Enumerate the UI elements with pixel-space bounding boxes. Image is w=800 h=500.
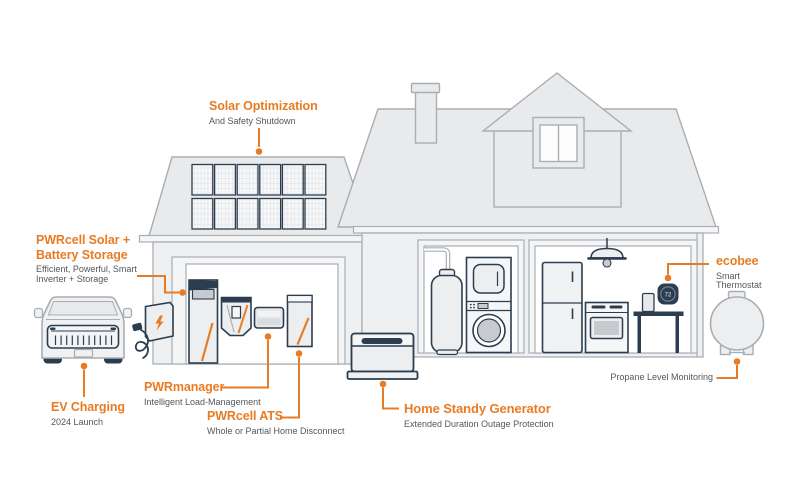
callout-subtitle-line1: Smart xyxy=(716,270,741,281)
pwrmanager-connector-line xyxy=(221,340,269,389)
water-heater-icon xyxy=(424,247,463,356)
pwrcell-connector-line xyxy=(137,275,179,294)
callout-pwrmanager: PWRmanager Intelligent Load-Management xyxy=(144,380,261,407)
ecobee-connector-line xyxy=(667,263,709,275)
callout-title: PWRcell ATS xyxy=(207,409,283,423)
generator-connector-line xyxy=(382,387,399,410)
callout-title: ecobee xyxy=(716,254,759,268)
propane-connector-dot xyxy=(733,358,741,365)
callout-title: PWRmanager xyxy=(144,380,225,394)
ats-connector-line xyxy=(280,357,300,419)
callout-ev-charging: EV Charging 2024 Launch xyxy=(51,400,125,427)
ev-car-icon xyxy=(33,296,133,364)
ecobee-connector-dot xyxy=(664,274,672,282)
garage-eave xyxy=(138,234,379,243)
garage-facade xyxy=(152,241,363,365)
callout-pwrcell-storage: PWRcell Solar + Battery Storage Efficien… xyxy=(36,233,137,284)
generator-connector-dot xyxy=(379,380,387,388)
battery-cabinet-icon xyxy=(188,279,219,364)
callout-subtitle: Intelligent Load-Management xyxy=(144,396,261,407)
propane-connector-line xyxy=(716,365,738,379)
pwrmanager-device-icon xyxy=(253,306,285,329)
inverter-icon xyxy=(220,296,252,337)
callout-solar-optimization: Solar Optimization And Safety Shutdown xyxy=(209,99,318,126)
callout-title: Solar Optimization xyxy=(209,99,318,113)
callout-title-line2: Battery Storage xyxy=(36,247,128,262)
callout-home-standby-generator: Home Standy Generator Extended Duration … xyxy=(404,401,554,429)
solar-panel-array-icon xyxy=(191,163,327,230)
ev-connector-dot xyxy=(80,362,88,370)
solar-connector-dot xyxy=(255,148,263,155)
callout-pwrcell-ats: PWRcell ATS Whole or Partial Home Discon… xyxy=(207,409,345,436)
callout-subtitle-line1: Efficient, Powerful, Smart xyxy=(36,264,137,274)
stove-icon xyxy=(584,301,629,354)
dormer-window-icon xyxy=(532,116,585,169)
thermostat-temperature: 72 xyxy=(665,293,672,299)
callout-title: Home Standy Generator xyxy=(404,401,551,416)
callout-subtitle: Extended Duration Outage Protection xyxy=(404,418,554,429)
callout-subtitle: 2024 Launch xyxy=(51,416,104,427)
standby-generator-icon xyxy=(346,332,419,380)
callout-subtitle-line2: Thermostat xyxy=(716,280,762,290)
ats-device-icon xyxy=(286,294,313,348)
house-eave xyxy=(352,225,720,234)
ev-charger-icon xyxy=(132,301,174,359)
callout-title: EV Charging xyxy=(51,400,125,414)
pwrmanager-connector-dot xyxy=(264,333,272,340)
callout-subtitle: And Safety Shutdown xyxy=(209,115,296,126)
callout-subtitle: Whole or Partial Home Disconnect xyxy=(207,425,345,436)
dormer xyxy=(480,72,634,208)
label-propane-monitoring: Propane Level Monitoring xyxy=(610,372,713,382)
propane-tank-icon xyxy=(709,290,765,356)
chimney-icon xyxy=(410,82,441,144)
side-table-icon xyxy=(633,292,684,353)
pendant-light-icon xyxy=(587,238,627,268)
lightning-bolt-icon xyxy=(155,315,164,331)
pwrcell-connector-dot xyxy=(179,289,186,296)
callout-ecobee: ecobee Smart Thermostat xyxy=(716,254,762,291)
thermostat-device-icon: 72 xyxy=(657,283,679,305)
ats-connector-dot xyxy=(295,350,303,357)
washer-dryer-icon xyxy=(465,256,512,354)
callout-subtitle-line2: Inverter + Storage xyxy=(36,273,109,284)
callout-title-line1: PWRcell Solar + xyxy=(36,233,131,247)
refrigerator-icon xyxy=(541,261,583,354)
